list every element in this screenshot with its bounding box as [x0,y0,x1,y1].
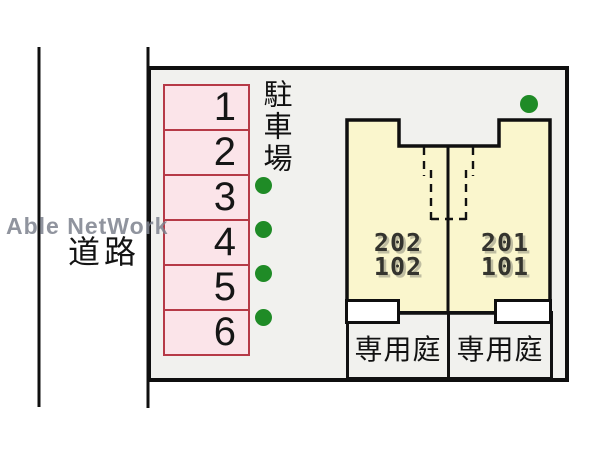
parking-space-6: 6 [163,309,250,356]
bush-icon [255,309,272,326]
parking-space-1: 1 [163,84,250,131]
road-label: 道路 [68,234,141,270]
unit-lower-number: 102 [373,252,423,281]
bush-icon [255,221,272,238]
terrace-right [494,299,552,324]
unit-lower-number: 101 [480,252,530,281]
garden-right: 専用庭 [447,311,553,380]
bush-icon [255,177,272,194]
parking-space-2: 2 [163,129,250,176]
unit-label-202-102: 202 102 [350,230,446,281]
parking-space-3: 3 [163,174,250,221]
parking-space-4: 4 [163,219,250,266]
parking-lot-label: 駐車場 [259,79,291,175]
garden-label: 専用庭 [354,334,442,365]
parking-space-5: 5 [163,264,250,311]
unit-label-201-101: 201 101 [457,230,553,281]
bush-icon [520,95,538,113]
garden-label: 専用庭 [456,334,544,365]
bush-icon [255,265,272,282]
terrace-left [345,299,400,324]
watermark: Able NetWork [6,213,169,239]
